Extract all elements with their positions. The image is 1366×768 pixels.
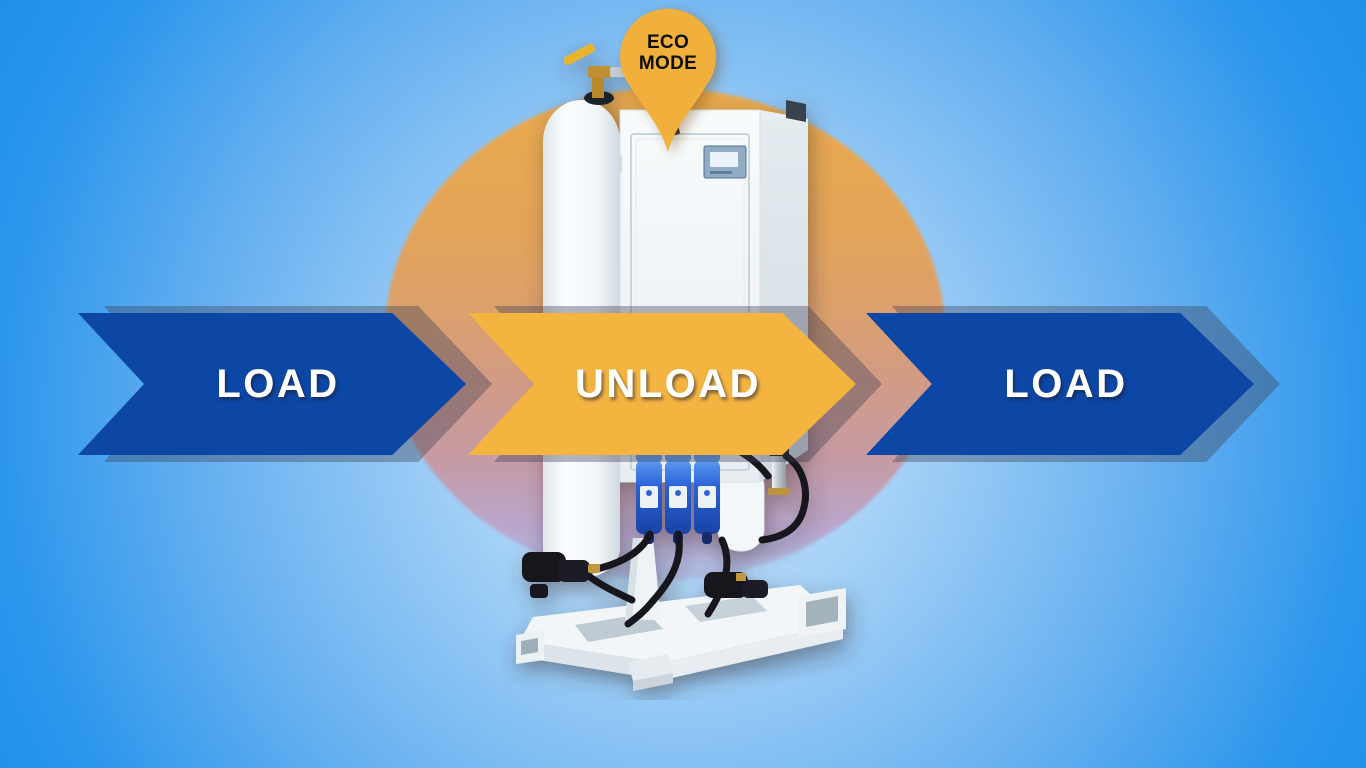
blue-filters [636, 448, 720, 544]
flow-arrow-label: UNLOAD [574, 361, 762, 406]
right-valve [704, 572, 768, 598]
eco-mode-pin: ECO MODE [616, 4, 720, 156]
control-display [703, 145, 747, 179]
eco-mode-line1: ECO [646, 32, 690, 53]
eco-mode-label: ECO MODE [616, 32, 720, 74]
flow-arrow-load-1: LOAD [78, 313, 466, 455]
flow-arrow-label: LOAD [216, 361, 340, 406]
base-skid [516, 585, 846, 691]
map-pin-icon [620, 8, 716, 153]
top-bracket [786, 100, 806, 122]
left-valve [522, 552, 600, 598]
flow-arrow-load-2: LOAD [866, 313, 1254, 455]
flow-arrow-label: LOAD [1004, 361, 1128, 406]
eco-mode-line2: MODE [638, 53, 698, 74]
